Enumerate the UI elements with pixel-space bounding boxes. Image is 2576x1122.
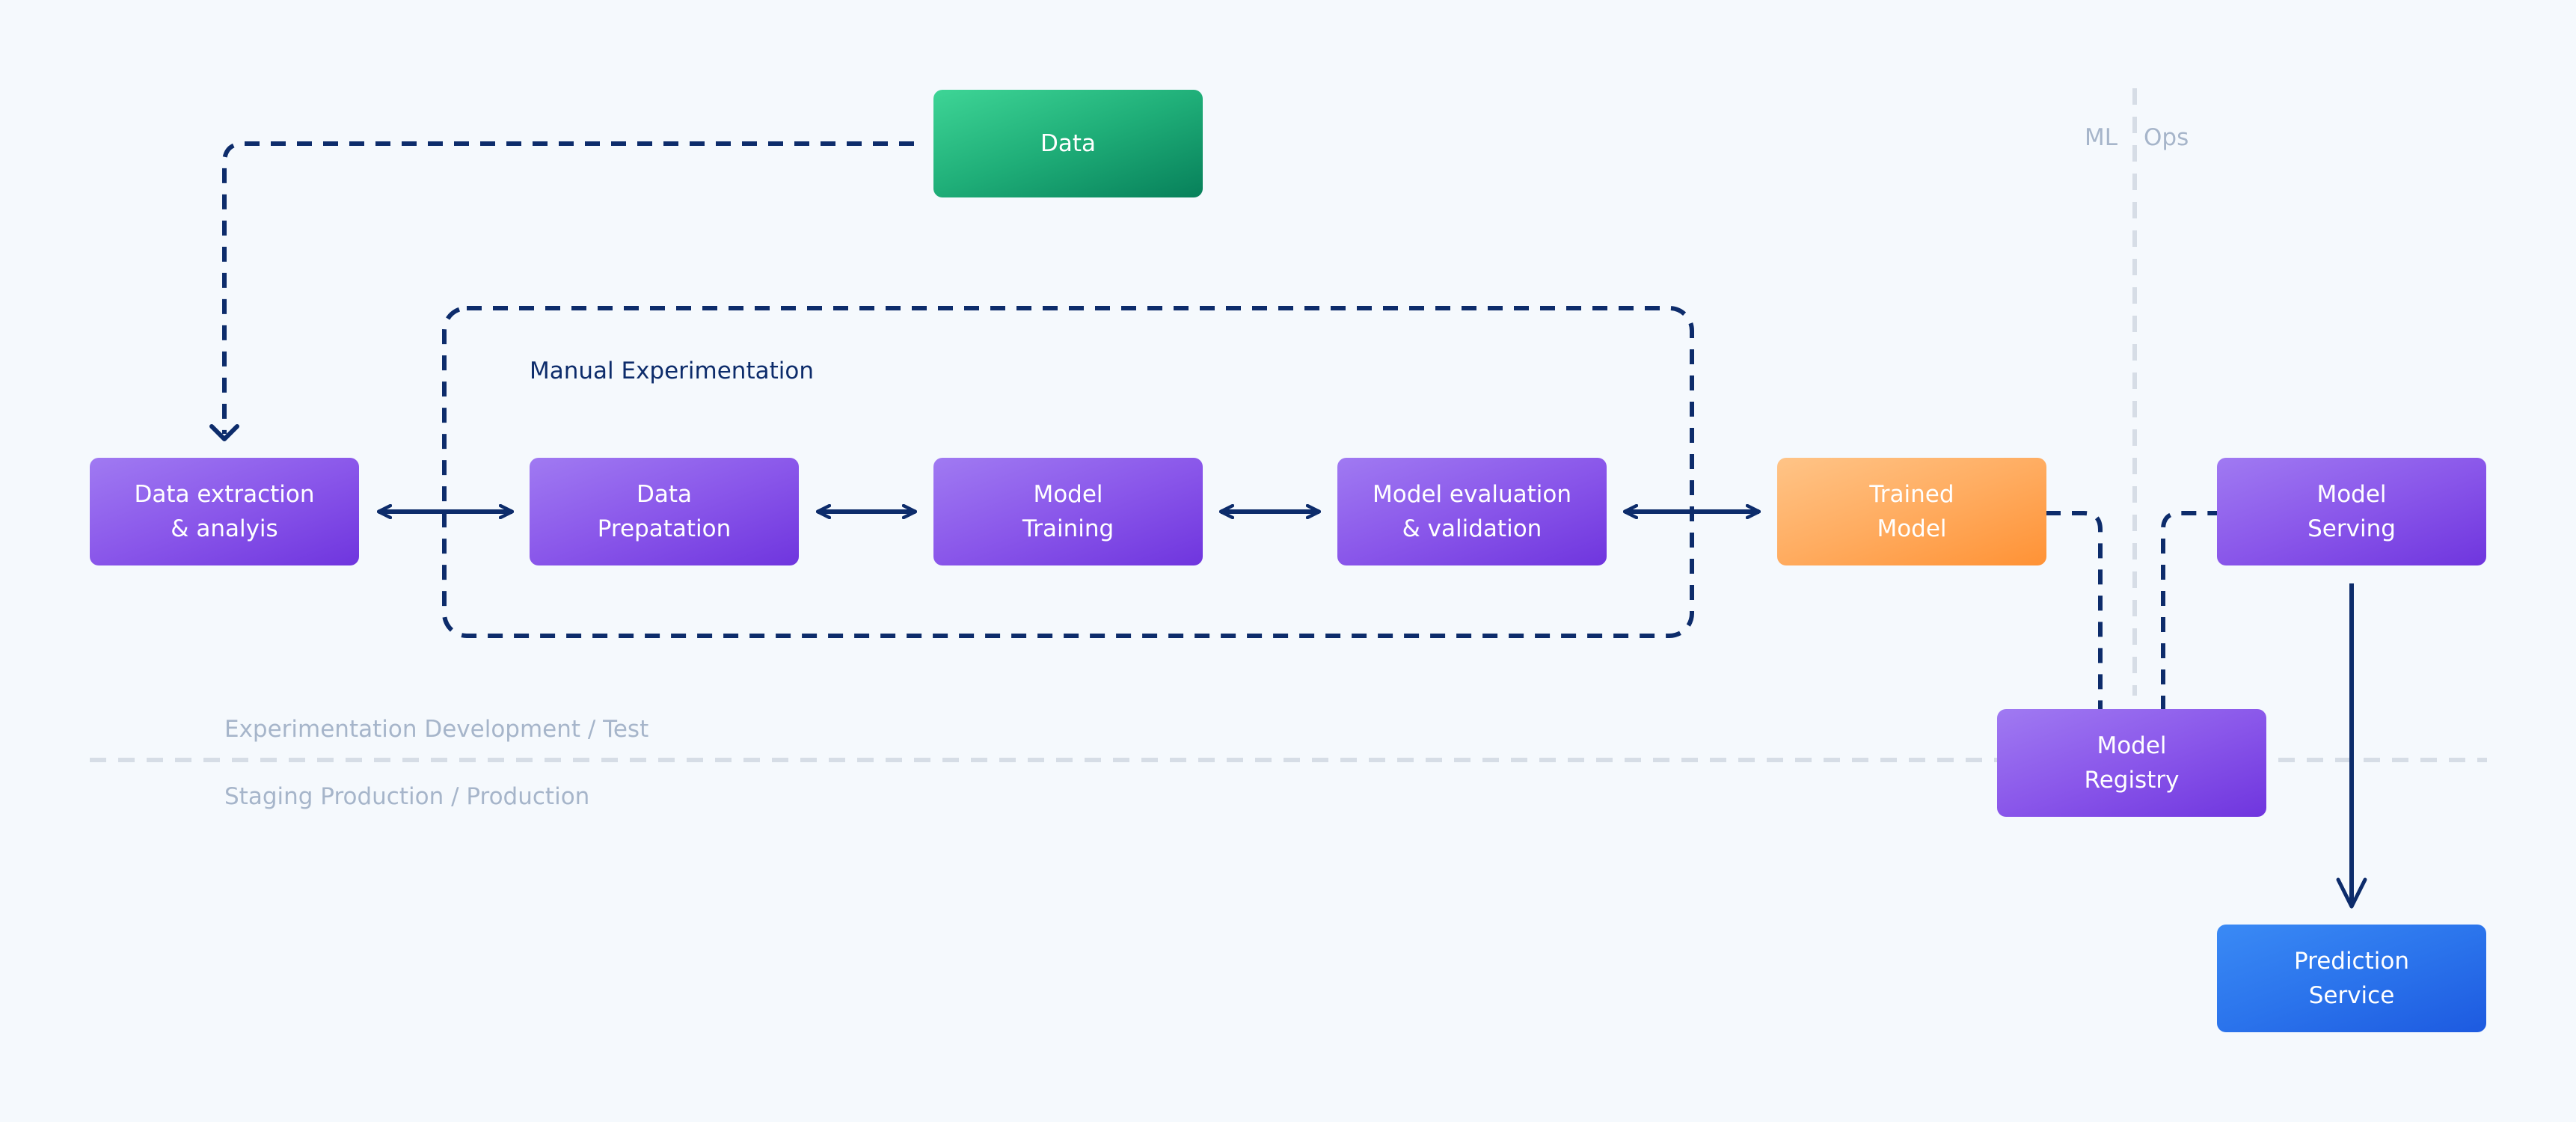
data-preparation-node-label: Data Prepatation (597, 481, 732, 542)
environment-lower-label: Staging Production / Production (224, 783, 590, 810)
model-serving-node-label: Model Serving (2307, 481, 2396, 542)
data-to-extraction-connector (222, 141, 914, 434)
prediction-service-node[interactable]: Prediction Service (2217, 925, 2486, 1032)
manual-experimentation-label: Manual Experimentation (530, 358, 814, 384)
model-training-node[interactable]: Model Training (933, 458, 1203, 565)
model-registry-node-label: Model Registry (2084, 732, 2180, 794)
model-serving-node[interactable]: Model Serving (2217, 458, 2486, 565)
data-extraction-node-label: Data extraction & analyis (134, 481, 315, 542)
data-node[interactable]: Data (933, 90, 1203, 197)
prediction-service-node-label: Prediction Service (2293, 948, 2409, 1009)
manual-experimentation-group (442, 306, 1694, 638)
registry-to-serving-connector (2161, 511, 2218, 711)
environment-upper-label: Experimentation Development / Test (224, 716, 649, 743)
data-extraction-node[interactable]: Data extraction & analyis (90, 458, 359, 565)
trained-model-node[interactable]: Trained Model (1777, 458, 2046, 565)
ops-label: Ops (2144, 124, 2189, 151)
data-preparation-node[interactable]: Data Prepatation (530, 458, 799, 565)
trained-model-to-registry-connector (2046, 511, 2103, 711)
model-evaluation-node-label: Model evaluation & validation (1373, 481, 1571, 542)
model-training-node-label: Model Training (1022, 481, 1114, 542)
data-to-extraction-arrowhead (209, 424, 239, 441)
ml-label: ML (2085, 124, 2118, 151)
model-registry-node[interactable]: Model Registry (1997, 709, 2266, 817)
data-node-label: Data (1040, 130, 1097, 157)
trained-model-node-label: Trained Model (1869, 481, 1954, 542)
model-evaluation-node[interactable]: Model evaluation & validation (1337, 458, 1607, 565)
